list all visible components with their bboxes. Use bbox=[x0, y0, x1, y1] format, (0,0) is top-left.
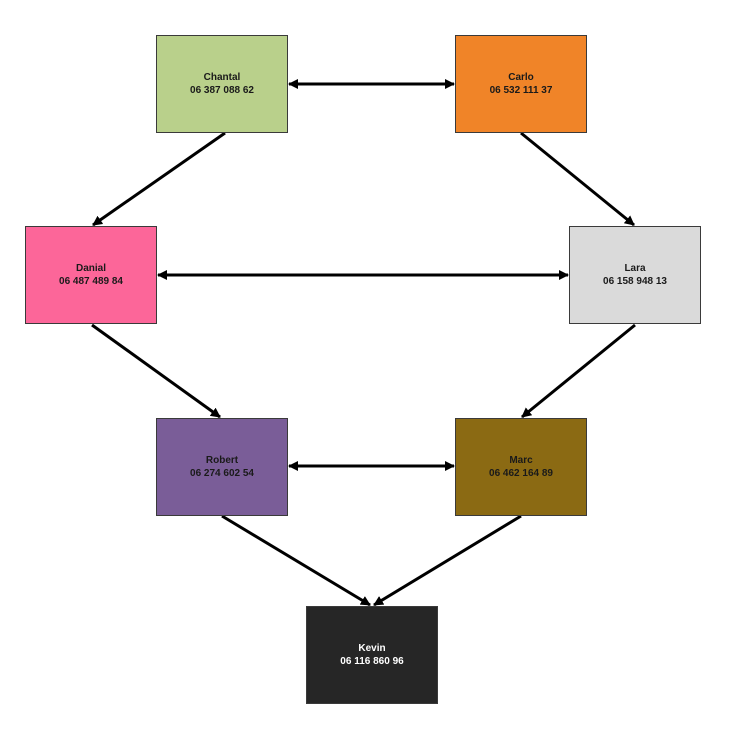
contact-box-chantal: Chantal 06 387 088 62 bbox=[156, 35, 288, 133]
contact-phone: 06 532 111 37 bbox=[489, 85, 553, 96]
contact-name: Danial bbox=[75, 263, 106, 274]
edge-chantal-danial bbox=[92, 131, 226, 227]
contact-name: Chantal bbox=[203, 72, 241, 83]
contact-name: Lara bbox=[624, 263, 646, 274]
contact-box-robert: Robert 06 274 602 54 bbox=[156, 418, 288, 516]
contact-name: Robert bbox=[205, 455, 239, 466]
contact-phone: 06 487 489 84 bbox=[59, 276, 123, 287]
contact-box-lara: Lara 06 158 948 13 bbox=[569, 226, 701, 324]
edge-carlo-lara bbox=[520, 131, 635, 227]
contact-phone: 06 116 860 96 bbox=[340, 656, 404, 667]
contact-box-danial: Danial 06 487 489 84 bbox=[25, 226, 157, 324]
contact-name: Carlo bbox=[508, 72, 534, 83]
contact-box-carlo: Carlo 06 532 111 37 bbox=[455, 35, 587, 133]
edge-lara-marc bbox=[521, 323, 636, 419]
contact-name: Kevin bbox=[358, 643, 386, 654]
contact-box-marc: Marc 06 462 164 89 bbox=[455, 418, 587, 516]
contact-phone: 06 158 948 13 bbox=[603, 276, 667, 287]
contact-phone: 06 462 164 89 bbox=[489, 468, 553, 479]
edge-danial-robert bbox=[91, 323, 221, 419]
contact-name: Marc bbox=[509, 455, 533, 466]
contact-phone: 06 387 088 62 bbox=[190, 85, 254, 96]
contact-phone: 06 274 602 54 bbox=[190, 468, 254, 479]
edge-robert-kevin bbox=[221, 514, 371, 607]
edge-marc-kevin bbox=[373, 514, 522, 607]
contact-box-kevin: Kevin 06 116 860 96 bbox=[306, 606, 438, 704]
